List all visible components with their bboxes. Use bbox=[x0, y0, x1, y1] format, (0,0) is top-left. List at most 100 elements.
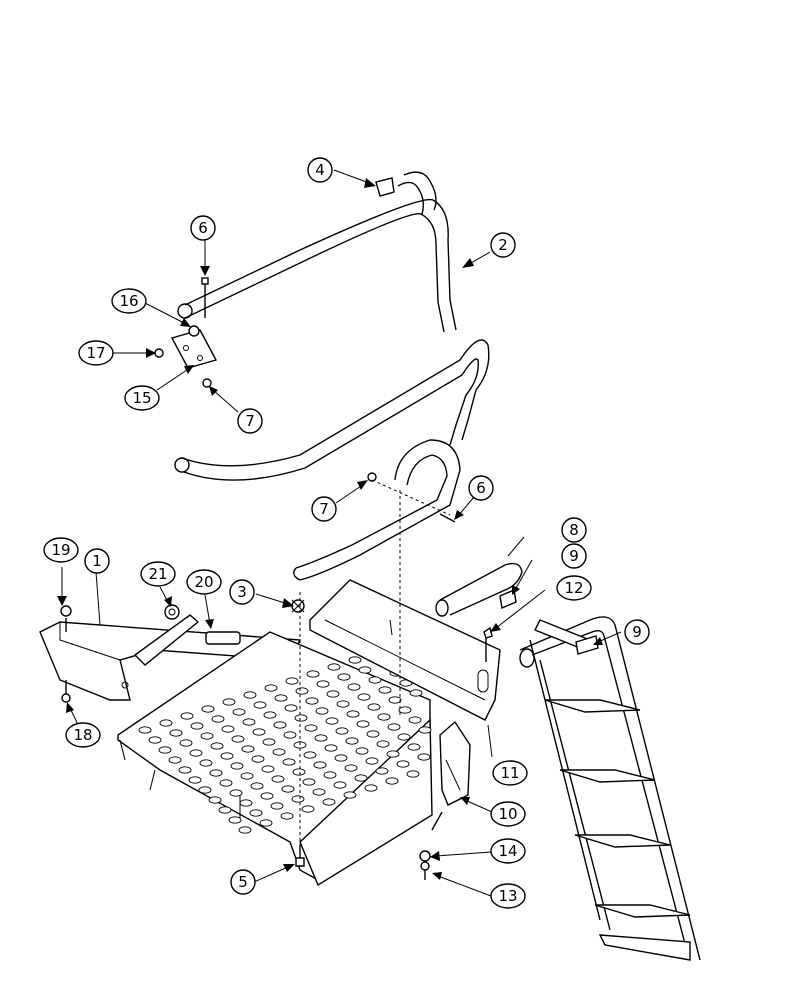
callout-11: 11 bbox=[492, 760, 528, 786]
callout-21-label: 21 bbox=[148, 565, 167, 583]
leader-lines bbox=[57, 169, 622, 897]
grating-hole bbox=[378, 686, 392, 694]
grating-hole bbox=[387, 723, 401, 731]
grating-hole bbox=[210, 742, 224, 750]
grating-hole bbox=[249, 809, 263, 817]
grating-hole bbox=[261, 765, 275, 773]
grating-hole bbox=[178, 766, 192, 774]
grating-hole bbox=[168, 756, 182, 764]
grating-hole bbox=[367, 703, 381, 711]
grating-hole bbox=[397, 733, 411, 741]
callout-6: 6 bbox=[468, 475, 494, 501]
grating-hole bbox=[253, 701, 267, 709]
callout-3-label: 3 bbox=[237, 583, 247, 601]
grating-hole bbox=[291, 795, 305, 803]
grab-bar bbox=[435, 562, 523, 617]
grating-hole bbox=[305, 697, 319, 705]
grating-hole bbox=[285, 677, 299, 685]
grating-hole bbox=[375, 767, 389, 775]
callout-6: 6 bbox=[190, 215, 216, 241]
grating-hole bbox=[312, 788, 326, 796]
grating-hole bbox=[327, 663, 341, 671]
callout-15: 15 bbox=[124, 385, 160, 411]
grating-hole bbox=[354, 774, 368, 782]
grating-hole bbox=[199, 759, 213, 767]
grating-hole bbox=[396, 760, 410, 768]
callout-1-label: 1 bbox=[92, 552, 102, 570]
callout-19: 19 bbox=[43, 537, 79, 563]
callout-2: 2 bbox=[490, 232, 516, 258]
callout-21: 21 bbox=[140, 561, 176, 587]
grating-hole bbox=[368, 676, 382, 684]
callout-17: 17 bbox=[78, 340, 114, 366]
side-rail bbox=[309, 579, 501, 721]
grating-hole bbox=[376, 740, 390, 748]
grating-hole bbox=[364, 784, 378, 792]
grating-hole bbox=[343, 791, 357, 799]
callouts: 4 2 6 16 17 15 7 7 bbox=[43, 157, 650, 909]
step-guard bbox=[431, 720, 471, 831]
grating-hole bbox=[198, 786, 212, 794]
grating-hole bbox=[334, 754, 348, 762]
grating-hole bbox=[179, 739, 193, 747]
grating-hole bbox=[252, 728, 266, 736]
grating-hole bbox=[241, 745, 255, 753]
grating-hole bbox=[323, 771, 337, 779]
grating-hole bbox=[324, 744, 338, 752]
grating-hole bbox=[304, 724, 318, 732]
grating-hole bbox=[407, 743, 421, 751]
grating-hole bbox=[271, 775, 285, 783]
grating-hole bbox=[274, 694, 288, 702]
grating-hole bbox=[301, 805, 315, 813]
grating-hole bbox=[355, 747, 369, 755]
callout-18: 18 bbox=[65, 722, 101, 748]
grating-hole bbox=[418, 726, 432, 734]
grating-hole bbox=[230, 762, 244, 770]
callout-12: 12 bbox=[556, 575, 592, 601]
grating-hole bbox=[188, 776, 202, 784]
callout-9: 9 bbox=[624, 619, 650, 645]
grating-hole bbox=[358, 666, 372, 674]
grating-hole bbox=[208, 796, 222, 804]
callout-7-label: 7 bbox=[245, 412, 255, 430]
ladder bbox=[519, 616, 701, 961]
grating-hole bbox=[220, 752, 234, 760]
callout-20-label: 20 bbox=[194, 573, 213, 591]
grating-hole bbox=[260, 792, 274, 800]
grating-hole bbox=[322, 798, 336, 806]
callout-13: 13 bbox=[490, 883, 526, 909]
callout-7: 7 bbox=[237, 408, 263, 434]
callout-8-label: 8 bbox=[569, 521, 579, 539]
grating-hole bbox=[222, 698, 236, 706]
grating-hole bbox=[326, 690, 340, 698]
alignment-lines bbox=[299, 479, 451, 845]
grating-hole bbox=[346, 710, 360, 718]
grating-hole bbox=[231, 735, 245, 743]
grating-hole bbox=[409, 689, 423, 697]
callout-14: 14 bbox=[490, 838, 526, 864]
grating-hole bbox=[219, 779, 233, 787]
grating-hole bbox=[201, 705, 215, 713]
grating-hole bbox=[264, 684, 278, 692]
grating-hole bbox=[218, 806, 232, 814]
handrail-tube bbox=[174, 171, 490, 581]
grating-hole bbox=[272, 748, 286, 756]
grating-hole bbox=[348, 656, 362, 664]
grating-hole bbox=[281, 785, 295, 793]
grating-hole bbox=[283, 731, 297, 739]
grating-hole bbox=[316, 680, 330, 688]
grating-hole bbox=[333, 781, 347, 789]
callout-2-label: 2 bbox=[498, 236, 508, 254]
grating-hole bbox=[344, 764, 358, 772]
callout-5: 5 bbox=[230, 869, 256, 895]
grating-hole bbox=[325, 717, 339, 725]
grating-hole bbox=[180, 712, 194, 720]
grating-hole bbox=[263, 711, 277, 719]
grating-hole bbox=[366, 730, 380, 738]
grating-hole bbox=[251, 755, 265, 763]
grating-hole bbox=[315, 707, 329, 715]
grating-hole bbox=[336, 700, 350, 708]
callout-16-label: 16 bbox=[119, 292, 138, 310]
grating-hole bbox=[190, 722, 204, 730]
grating-hole bbox=[221, 725, 235, 733]
